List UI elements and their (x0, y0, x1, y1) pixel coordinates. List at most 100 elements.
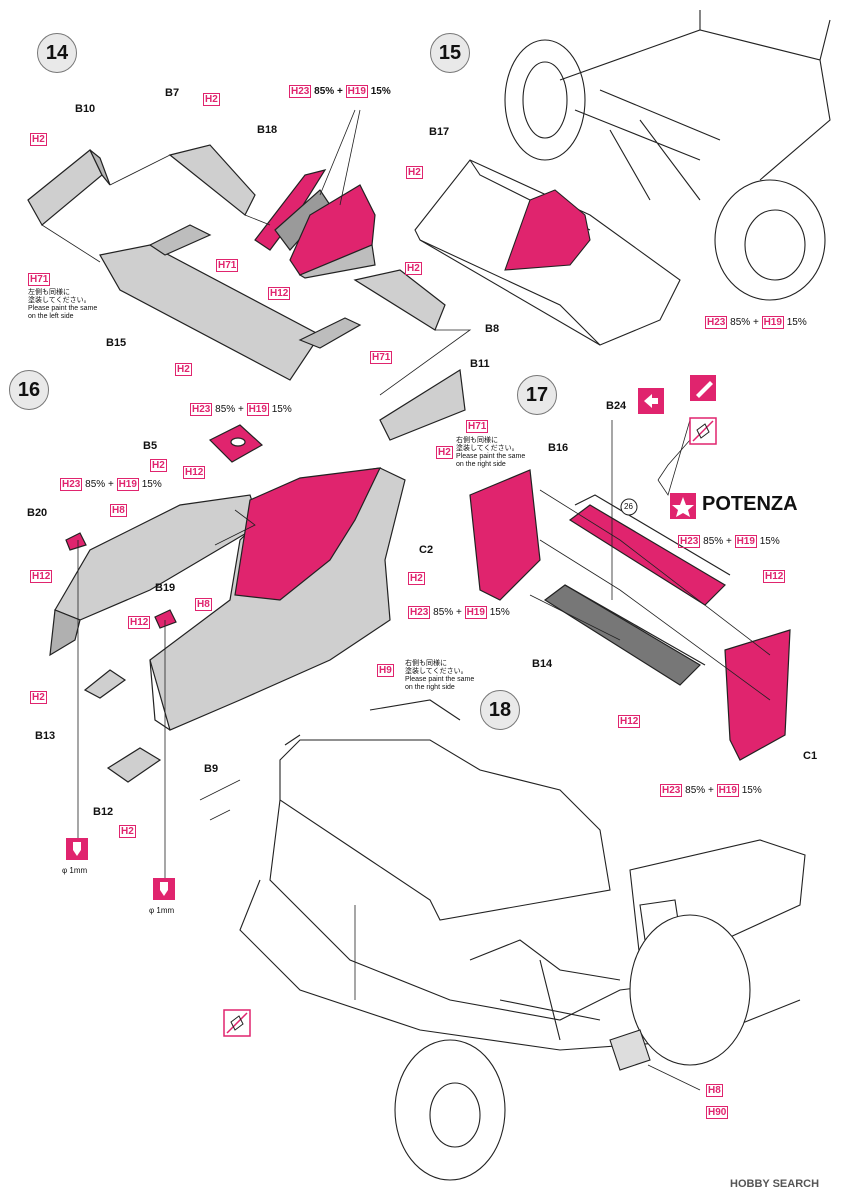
part-label-b18: B18 (257, 124, 278, 136)
paint-h8: H8 (110, 504, 127, 517)
paint-plus: + (725, 536, 732, 547)
paint-mix: H23 85% + H19 15% (190, 403, 292, 416)
part-b20 (65, 532, 87, 551)
paint-code: H12 (763, 570, 786, 583)
step-number-15: 15 (430, 33, 470, 73)
part-b15 (99, 244, 321, 381)
paint-mix: H23 85% + H19 15% (705, 316, 807, 329)
paint-h71: H71 (370, 351, 393, 364)
part-c1 (724, 629, 791, 761)
paint-pct: 15% (141, 479, 162, 490)
paint-plus: + (707, 785, 714, 796)
paint-code: H2 (405, 262, 422, 275)
step-number-16: 16 (9, 370, 49, 410)
no-glue-icon (689, 417, 717, 445)
paint-code: H12 (128, 616, 151, 629)
part-b13 (83, 669, 127, 699)
paint-mix: H23 85% + H19 15% (678, 535, 780, 548)
paint-code: H19 (734, 535, 757, 548)
paint-h2: H2 (150, 459, 167, 472)
paint-code: H23 (289, 85, 312, 98)
paint-plus: + (455, 607, 462, 618)
note-line: 右側も同様に (405, 660, 447, 667)
note-line: on the left side (28, 313, 74, 320)
paint-h12: H12 (30, 570, 53, 583)
paint-code: H71 (28, 273, 51, 286)
remove-sprue-icon (690, 375, 716, 401)
paint-code: H23 (660, 784, 683, 797)
paint-code: H2 (436, 446, 453, 459)
part-c2 (469, 469, 541, 601)
paint-h71: H71 (216, 259, 239, 272)
step17-guides (529, 419, 771, 701)
paint-plus: + (107, 479, 114, 490)
step15-drawing (414, 10, 831, 346)
note-left-side: 左側も同様に 塗装してください。 Please paint the same o… (28, 289, 97, 321)
paint-h12: H12 (128, 616, 151, 629)
part-b11 (379, 368, 466, 441)
note-right-side: 右側も同様に 塗装してください。 Please paint the same o… (456, 437, 525, 469)
paint-h2: H2 (405, 262, 422, 275)
step14-drawing (27, 144, 466, 441)
watermark: HOBBY SEARCH (730, 1178, 820, 1190)
paint-h2: H2 (30, 133, 47, 146)
drill-icon (153, 878, 175, 900)
decal-number: 26 (624, 502, 633, 511)
paint-h2: H2 (436, 446, 453, 459)
paint-code: H12 (183, 466, 206, 479)
drill-size: φ 1mm (149, 906, 175, 915)
paint-code: H2 (175, 363, 192, 376)
part-label-b19: B19 (155, 582, 176, 594)
paint-code: H2 (30, 691, 47, 704)
paint-pct: 85% (433, 607, 454, 618)
paint-pct: 15% (786, 317, 807, 328)
step18-drawing (239, 699, 806, 1181)
paint-code: H2 (203, 93, 220, 106)
part-b8 (353, 269, 446, 331)
paint-h2: H2 (119, 825, 136, 838)
part-b10 (27, 149, 103, 226)
paint-pct: 85% (730, 317, 751, 328)
part-b12 (106, 747, 162, 783)
paint-mix: H23 85% + H19 15% (408, 606, 510, 619)
decal-marker (620, 498, 638, 516)
drill-icon (66, 838, 88, 860)
paint-mix: H23 85% + H19 15% (660, 784, 762, 797)
paint-code: H19 (345, 85, 368, 98)
paint-pct: 15% (759, 536, 780, 547)
paint-pct: 85% (314, 86, 335, 97)
paint-code: H2 (119, 825, 136, 838)
paint-pct: 15% (271, 404, 292, 415)
paint-code: H19 (716, 784, 739, 797)
paint-code: H23 (190, 403, 213, 416)
paint-code: H12 (268, 287, 291, 300)
paint-pct: 15% (489, 607, 510, 618)
step18-guides (199, 779, 701, 1091)
paint-h12: H12 (268, 287, 291, 300)
step16-drawing (49, 424, 406, 783)
part-label-b11: B11 (470, 358, 490, 370)
part-label-b13: B13 (35, 730, 56, 742)
paint-h71: H71 (28, 273, 51, 286)
part-b19 (154, 609, 177, 629)
decal-brand: POTENZA (702, 493, 798, 515)
part-b16 (568, 504, 726, 606)
paint-h2: H2 (30, 691, 47, 704)
step-number-18: 18 (480, 690, 520, 730)
part-label-b24: B24 (606, 400, 627, 412)
paint-code: H2 (408, 572, 425, 585)
part-label-b14: B14 (532, 658, 553, 670)
step-number-17: 17 (517, 375, 557, 415)
paint-code: H23 (60, 478, 83, 491)
part-b14 (543, 584, 701, 686)
drill-size: φ 1mm (62, 866, 88, 875)
paint-h12: H12 (763, 570, 786, 583)
paint-h12: H12 (183, 466, 206, 479)
paint-h2: H2 (203, 93, 220, 106)
part-label-c2: C2 (419, 544, 434, 556)
paint-pct: 85% (215, 404, 236, 415)
paint-h90: H90 (706, 1106, 729, 1119)
paint-h71: H71 (466, 420, 489, 433)
part-label-b10: B10 (75, 103, 96, 115)
paint-code: H23 (408, 606, 431, 619)
